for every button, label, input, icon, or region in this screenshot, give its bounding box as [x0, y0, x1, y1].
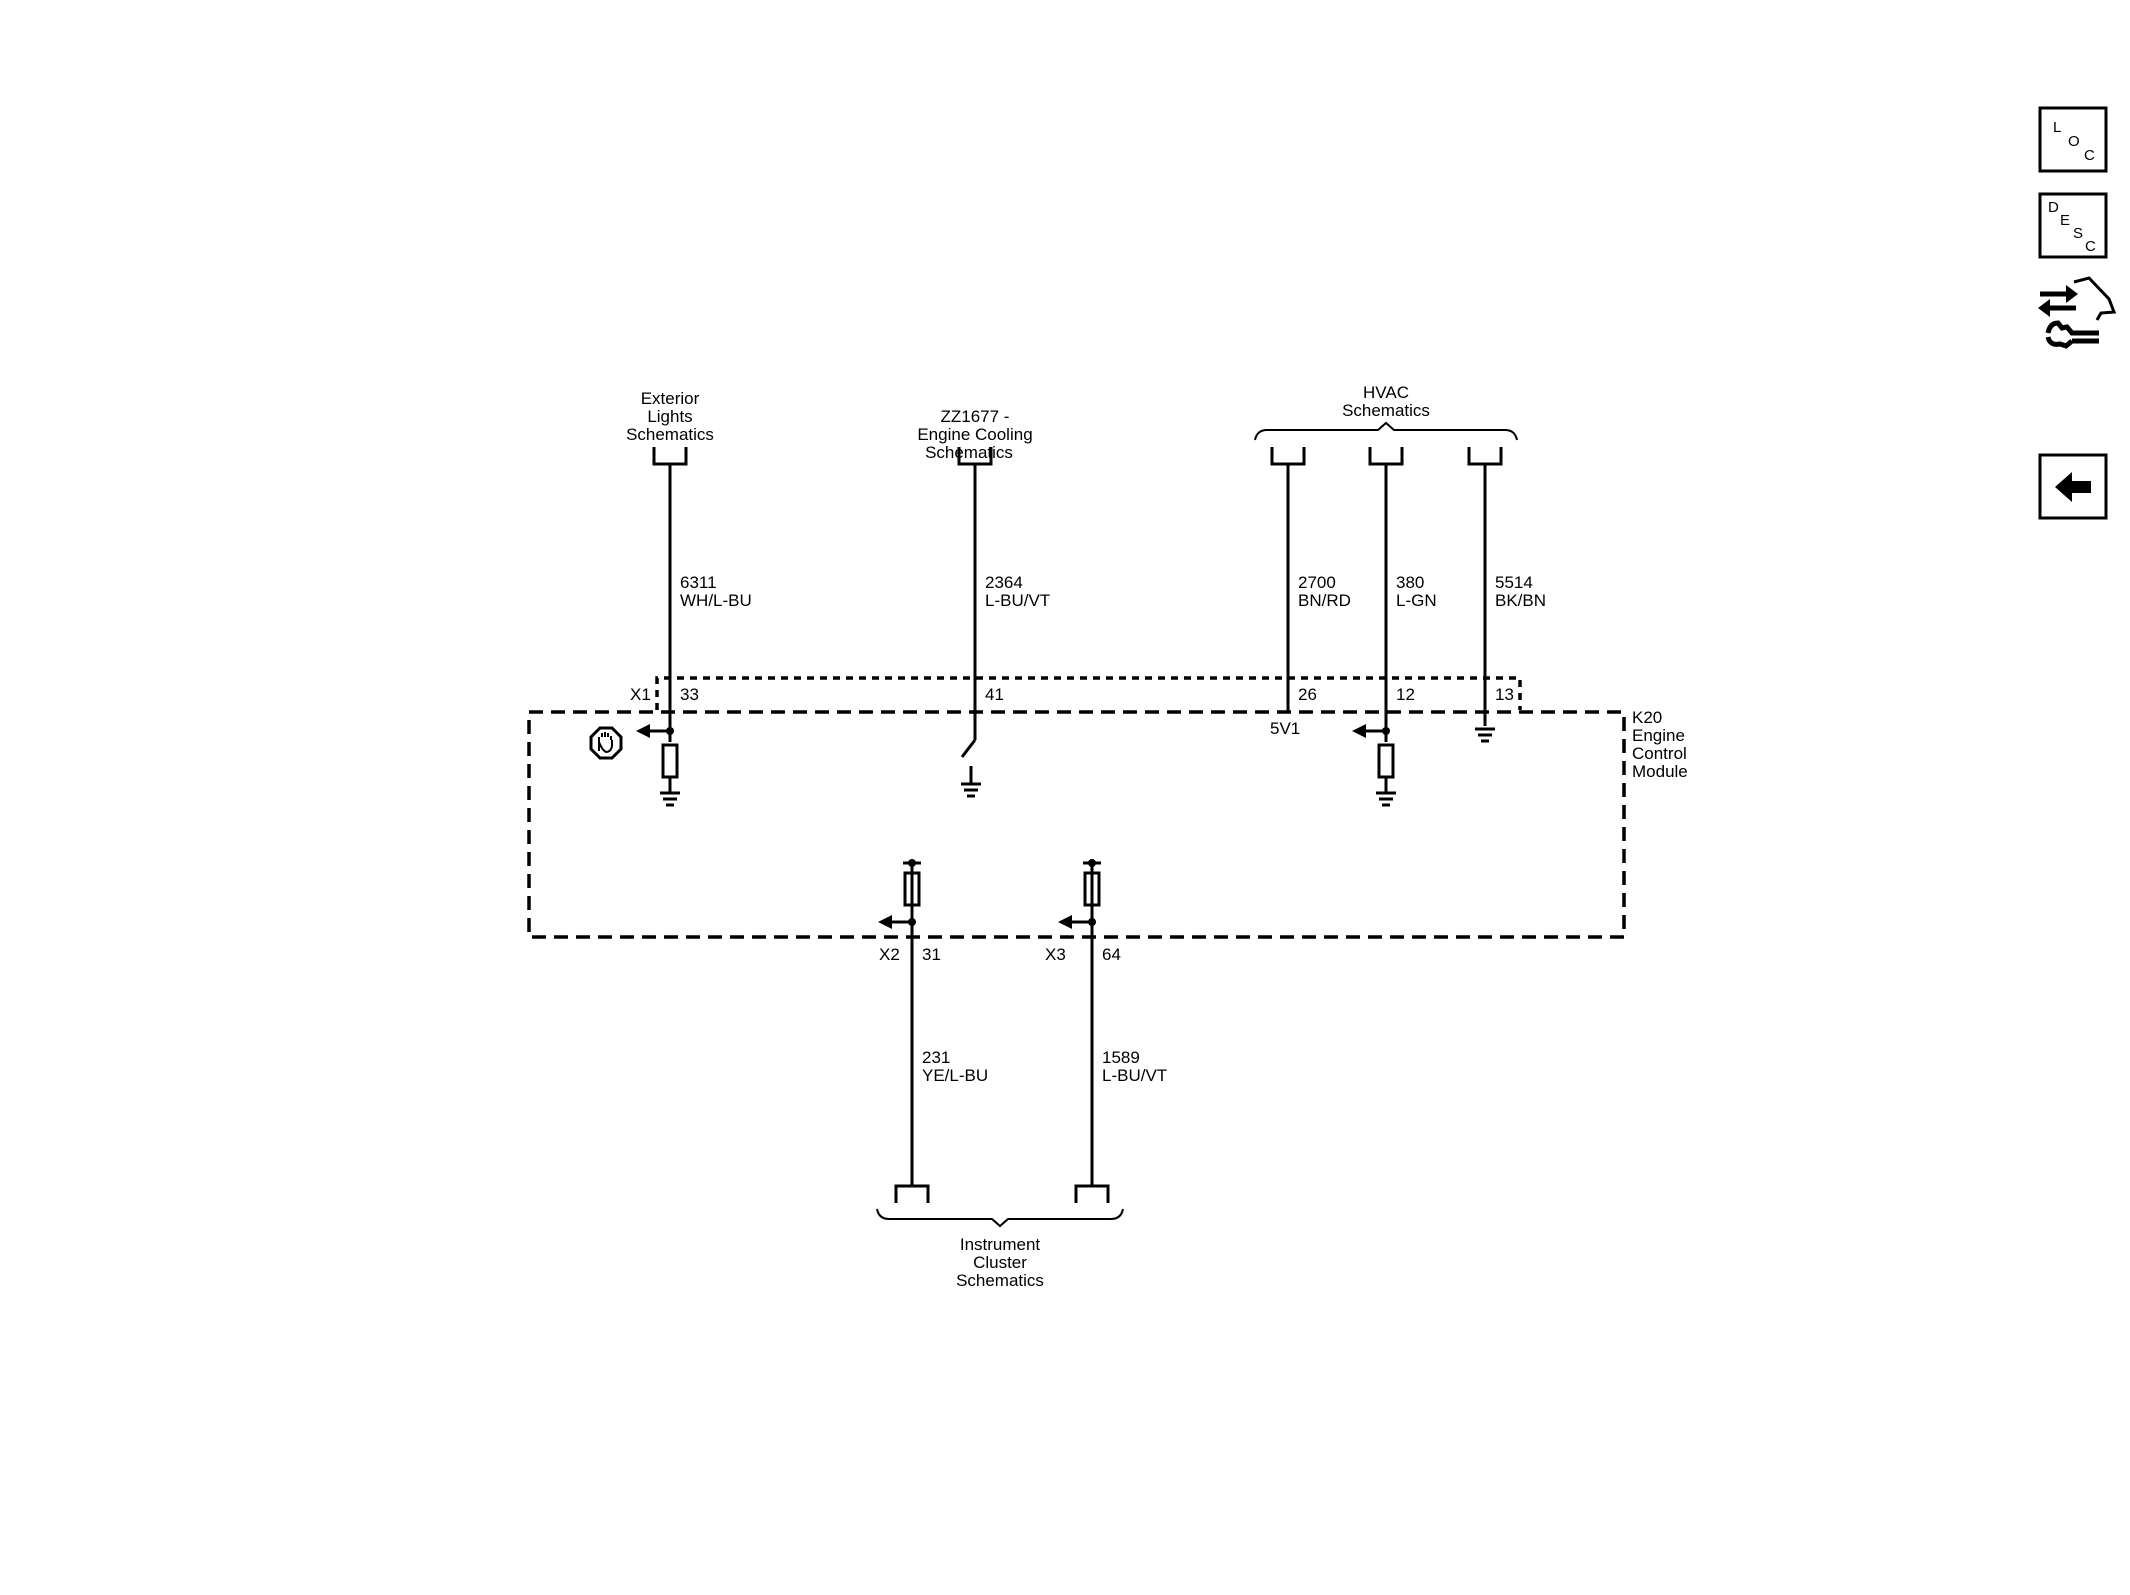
wire-circuit-number: 5514 — [1495, 573, 1533, 592]
wire-color-code: WH/L-BU — [680, 591, 752, 610]
dest-label-line: Instrument — [960, 1235, 1041, 1254]
module-label-line: Module — [1632, 762, 1688, 781]
dest-label-line: Cluster — [973, 1253, 1027, 1272]
wire-color-code: BN/RD — [1298, 591, 1351, 610]
connector-terminal-symbol — [894, 1184, 930, 1203]
connector-terminal-symbol — [1074, 1184, 1110, 1203]
pin13-ground-symbol — [1475, 727, 1495, 743]
wire-color-code: YE/L-BU — [922, 1066, 988, 1085]
pin-label: 12 — [1396, 685, 1415, 704]
wire-color-code: L-GN — [1396, 591, 1437, 610]
pin-label: 33 — [680, 685, 699, 704]
pin-label: 31 — [922, 945, 941, 964]
pin-label: 64 — [1102, 945, 1121, 964]
pin-label: 41 — [985, 685, 1004, 704]
wire-color-code: BK/BN — [1495, 591, 1546, 610]
hvac-destination[interactable]: HVAC Schematics — [1254, 383, 1518, 466]
exterior-lights-destination[interactable]: Exterior Lights Schematics — [626, 389, 714, 466]
k20-module-boundary[interactable] — [527, 710, 1626, 939]
dest-label-line: Engine Cooling — [917, 425, 1032, 444]
pin64-pullup-circuit — [1058, 859, 1101, 929]
reference-voltage-label: 5V1 — [1270, 719, 1300, 738]
signal-arrow-icon — [878, 915, 892, 929]
wire-circuit-number: 380 — [1396, 573, 1424, 592]
signal-arrow-icon — [1058, 915, 1072, 929]
back-button[interactable] — [2038, 453, 2108, 520]
wire-circuit-number: 1589 — [1102, 1048, 1140, 1067]
loc-letter: O — [2068, 133, 2080, 150]
back-arrow-icon — [2055, 472, 2091, 502]
esd-sensitive-icon — [589, 726, 623, 760]
module-label-line: Control — [1632, 744, 1687, 763]
engine-cooling-destination[interactable]: ZZ1677 - Engine Cooling Schematics — [917, 407, 1033, 466]
desc-letter: S — [2073, 225, 2083, 242]
connector-x1-outline[interactable] — [655, 676, 1522, 710]
loc-letter: C — [2084, 147, 2095, 164]
wire-circuit-number: 2700 — [1298, 573, 1336, 592]
wire-circuit-number: 6311 — [680, 573, 717, 592]
hvac-group-bracket — [1254, 421, 1518, 441]
pin31-pullup-circuit — [878, 859, 921, 929]
pin33-pulldown-circuit — [636, 724, 680, 807]
module-label-line: K20 — [1632, 708, 1662, 727]
desc-letter: E — [2060, 212, 2070, 229]
pin-label: 13 — [1495, 685, 1514, 704]
desc-letter: C — [2085, 238, 2096, 255]
signal-arrow-icon — [1352, 724, 1366, 738]
instrument-cluster-destination[interactable]: Instrument Cluster Schematics — [876, 1184, 1124, 1290]
wire-color-code: L-BU/VT — [1102, 1066, 1167, 1085]
connector-repair-icon[interactable] — [2038, 276, 2117, 349]
description-button[interactable]: D E S C — [2038, 192, 2108, 259]
pin41-switch-ground-circuit — [960, 739, 981, 798]
module-label-line: Engine — [1632, 726, 1685, 745]
dest-label-line: Exterior — [641, 389, 700, 408]
dest-label-line: Schematics — [626, 425, 714, 444]
connector-terminal-symbol — [1270, 447, 1306, 466]
connector-x1-label: X1 — [630, 685, 651, 704]
desc-letter: D — [2048, 199, 2059, 216]
wire-circuit-number: 2364 — [985, 573, 1023, 592]
connector-x3-label: X3 — [1045, 945, 1066, 964]
dest-label-line: Schematics — [925, 443, 1013, 462]
dest-label-line: HVAC — [1363, 383, 1409, 402]
wire-color-code: L-BU/VT — [985, 591, 1050, 610]
connector-terminal-symbol — [1467, 447, 1503, 466]
signal-arrow-icon — [636, 724, 650, 738]
dest-label-line: Schematics — [956, 1271, 1044, 1290]
connector-terminal-symbol — [1368, 447, 1404, 466]
k20-module-label: K20 Engine Control Module — [1632, 708, 1688, 781]
connector-x2-label: X2 — [879, 945, 900, 964]
connector-terminal-symbol — [652, 447, 688, 466]
pin-label: 26 — [1298, 685, 1317, 704]
pin12-pulldown-circuit — [1352, 724, 1396, 807]
instrument-cluster-group-bracket — [876, 1208, 1124, 1228]
dest-label-line: Lights — [647, 407, 692, 426]
loc-letter: L — [2053, 119, 2061, 136]
dest-label-line: Schematics — [1342, 401, 1430, 420]
wire-circuit-number: 231 — [922, 1048, 950, 1067]
location-button[interactable]: L O C — [2038, 106, 2108, 173]
dest-label-line: ZZ1677 - — [941, 407, 1010, 426]
